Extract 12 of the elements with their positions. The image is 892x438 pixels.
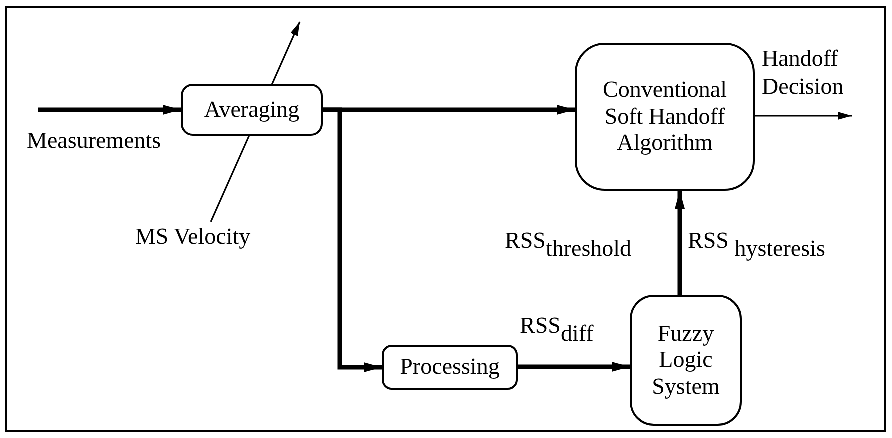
arrow bbox=[518, 362, 630, 372]
process-box: Conventional Soft Handoff Algorithm bbox=[575, 43, 755, 191]
arrow bbox=[755, 112, 852, 120]
arrow bbox=[675, 191, 685, 295]
process-box: Averaging bbox=[181, 84, 323, 136]
process-box: Processing bbox=[382, 345, 518, 390]
edge-label: Handoff Decision bbox=[762, 45, 845, 100]
arrow bbox=[38, 105, 181, 115]
process-box: Fuzzy Logic System bbox=[630, 295, 742, 426]
edge-label: Measurements bbox=[27, 128, 162, 154]
input-label: MS Velocity bbox=[113, 222, 273, 252]
arrow bbox=[323, 108, 382, 372]
